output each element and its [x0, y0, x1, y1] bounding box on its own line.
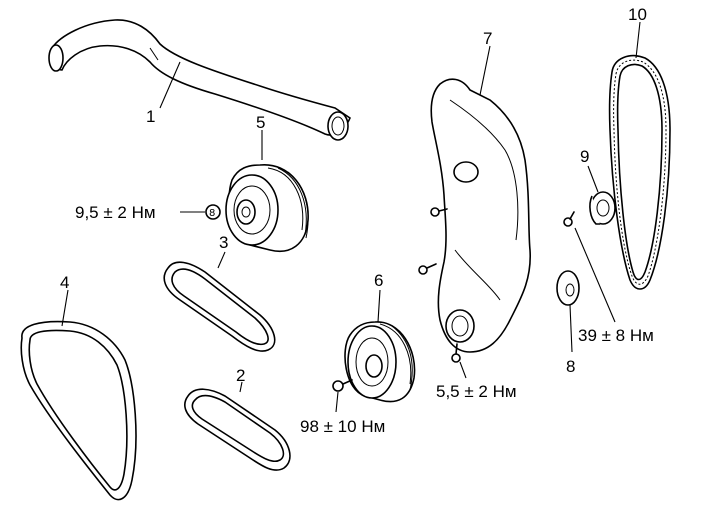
callout-4: 4	[60, 273, 69, 292]
leader-lines	[61, 21, 641, 413]
part-5-pulley	[225, 164, 309, 252]
callout-2: 2	[236, 366, 245, 385]
torque-label-pulley-5: 9,5 ± 2 Нм	[75, 203, 156, 222]
nut-size-mark: 8	[209, 208, 215, 219]
part-6-pulley	[332, 321, 416, 403]
nut-marker	[205, 204, 221, 220]
callout-5: 5	[256, 113, 265, 132]
part-2-belt	[184, 388, 291, 471]
callout-6: 6	[374, 271, 383, 290]
part-3-belt	[163, 261, 276, 352]
part-10-timing-belt	[608, 54, 671, 290]
callout-10: 10	[628, 5, 647, 24]
part-1-pipe	[48, 19, 351, 141]
callout-3: 3	[219, 233, 228, 252]
callout-7: 7	[483, 29, 492, 48]
torque-label-pulley-6: 98 ± 10 Нм	[300, 417, 385, 436]
callout-1: 1	[146, 107, 155, 126]
callout-9: 9	[580, 147, 589, 166]
torque-label-cover: 5,5 ± 2 Нм	[436, 382, 517, 401]
torque-label-tensioner: 39 ± 8 Нм	[578, 326, 654, 345]
callout-8: 8	[566, 357, 575, 376]
part-8-washer	[556, 270, 580, 306]
part-7-timing-cover	[418, 78, 531, 363]
part-9-tensioner	[563, 191, 616, 227]
part-4-belt	[20, 320, 137, 501]
